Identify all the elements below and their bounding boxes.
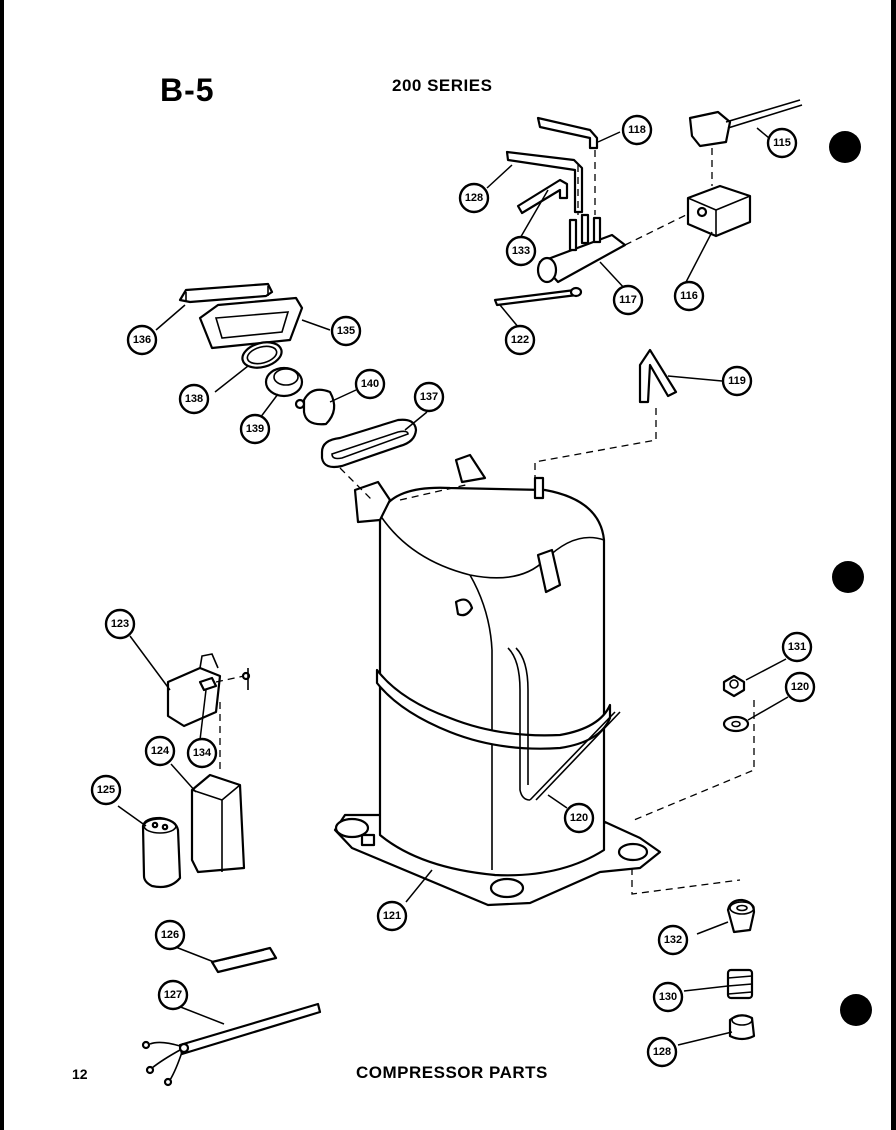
- punch-hole-bottom: [840, 994, 872, 1026]
- guide-119: [534, 408, 657, 478]
- callout-138: 138: [178, 383, 210, 415]
- callout-135: 135: [330, 315, 362, 347]
- punch-hole-middle: [832, 561, 864, 593]
- callout-124: 124: [144, 735, 176, 767]
- svg-text:139: 139: [246, 423, 264, 435]
- svg-text:115: 115: [773, 137, 791, 149]
- svg-text:134: 134: [193, 747, 212, 759]
- svg-text:140: 140: [361, 378, 379, 390]
- svg-text:124: 124: [151, 745, 170, 757]
- svg-text:128: 128: [653, 1046, 671, 1058]
- svg-text:119: 119: [728, 375, 746, 387]
- svg-text:130: 130: [659, 991, 677, 1003]
- callout-140: 140: [354, 368, 386, 400]
- callout-120-body: 120: [563, 802, 595, 834]
- callout-130: 130: [652, 981, 684, 1013]
- callout-119: 119: [721, 365, 753, 397]
- callout-115: 115: [766, 127, 798, 159]
- callout-122: 122: [504, 324, 536, 356]
- svg-text:117: 117: [619, 294, 637, 306]
- series-title: 200 SERIES: [392, 76, 493, 95]
- svg-text:132: 132: [664, 934, 682, 946]
- capacitor-group: [141, 653, 251, 889]
- compressor-body: [333, 453, 662, 907]
- page-code: B-5: [160, 72, 215, 108]
- callout-134: 134: [186, 737, 218, 769]
- callout-136: 136: [126, 324, 158, 356]
- callout-123: 123: [104, 608, 136, 640]
- svg-text:116: 116: [680, 290, 698, 302]
- callout-125: 125: [90, 774, 122, 806]
- callout-128-bottom: 128: [646, 1036, 678, 1068]
- callout-128-top: 128: [458, 182, 490, 214]
- callout-118: 118: [621, 114, 653, 146]
- svg-text:133: 133: [512, 245, 530, 257]
- svg-text:118: 118: [628, 124, 646, 136]
- callout-126: 126: [154, 919, 186, 951]
- tube-119: [638, 348, 678, 404]
- callout-117: 117: [612, 284, 644, 316]
- callout-121: 121: [376, 900, 408, 932]
- svg-text:120: 120: [791, 681, 809, 693]
- svg-text:137: 137: [420, 391, 438, 403]
- svg-text:126: 126: [161, 929, 179, 941]
- svg-text:128: 128: [465, 192, 483, 204]
- svg-text:125: 125: [97, 784, 115, 796]
- svg-text:122: 122: [511, 334, 529, 346]
- svg-text:138: 138: [185, 393, 203, 405]
- callout-131: 131: [781, 631, 813, 663]
- callout-133: 133: [505, 235, 537, 267]
- callout-127: 127: [157, 979, 189, 1011]
- callout-120-right: 120: [784, 671, 816, 703]
- svg-text:123: 123: [111, 618, 129, 630]
- svg-text:120: 120: [570, 812, 588, 824]
- svg-text:121: 121: [383, 910, 401, 922]
- callout-137: 137: [413, 381, 445, 413]
- terminal-assembly: [493, 99, 803, 307]
- svg-text:127: 127: [164, 989, 182, 1001]
- callout-132: 132: [657, 924, 689, 956]
- svg-text:131: 131: [788, 641, 806, 653]
- punch-hole-top: [829, 131, 861, 163]
- wiring-group: [141, 946, 322, 1087]
- footer-title: COMPRESSOR PARTS: [356, 1063, 548, 1082]
- leader-lines: [117, 127, 789, 1046]
- svg-text:135: 135: [337, 325, 355, 337]
- overload-group: [178, 282, 471, 501]
- mounting-group: [631, 674, 756, 1041]
- callout-139: 139: [239, 413, 271, 445]
- page-number: 12: [72, 1066, 88, 1082]
- svg-text:136: 136: [133, 334, 151, 346]
- callout-116: 116: [673, 280, 705, 312]
